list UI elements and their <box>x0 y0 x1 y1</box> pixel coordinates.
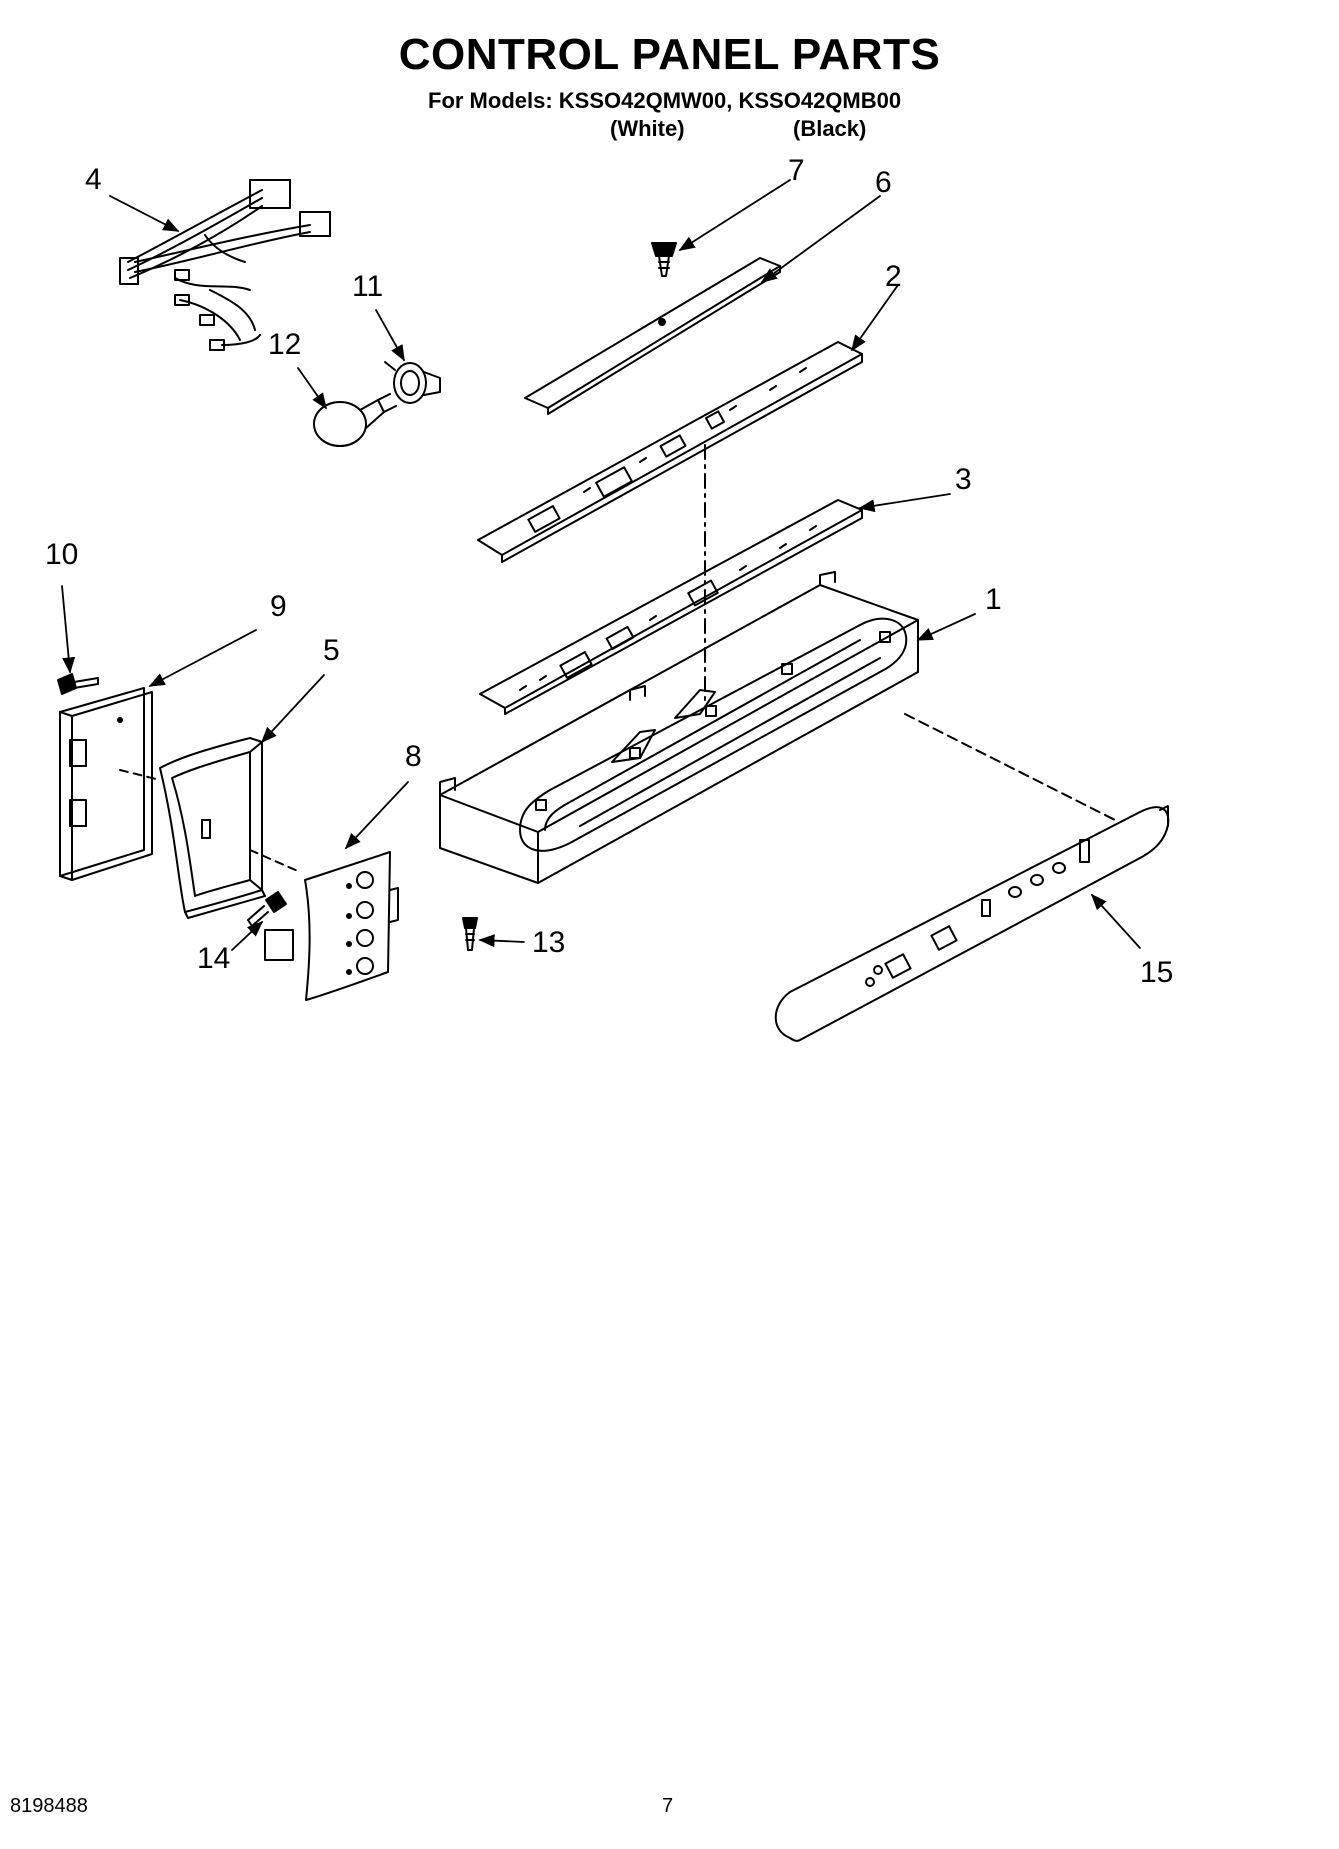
callout-1: 1 <box>985 583 1002 616</box>
circuit-board-part-3 <box>479 499 863 715</box>
screw-part-13 <box>462 917 478 951</box>
control-housing-part-1 <box>439 571 919 884</box>
document-number: 8198488 <box>10 1795 88 1817</box>
page-title: CONTROL PANEL PARTS <box>398 30 941 79</box>
front-panel-part-15 <box>774 805 1170 1042</box>
model-numbers: For Models: KSSO42QMW00, KSSO42QMB00 <box>428 88 902 113</box>
circuit-board-part-2 <box>477 341 863 563</box>
callout-11: 11 <box>352 270 384 303</box>
callout-15: 15 <box>1140 956 1174 989</box>
frame-part-5 <box>159 737 266 919</box>
leader-arrows <box>61 179 1141 951</box>
callout-14: 14 <box>197 942 231 975</box>
callout-4: 4 <box>85 163 102 196</box>
screw-part-14 <box>247 891 287 927</box>
keypad-overlay-part-8 <box>264 851 399 1001</box>
screw-part-7 <box>651 242 677 277</box>
screw-part-10 <box>57 673 99 695</box>
circuit-board-part-6 <box>524 257 781 415</box>
callout-9: 9 <box>270 590 287 623</box>
callout-5: 5 <box>323 634 340 667</box>
circuit-board-part-9 <box>59 687 153 881</box>
callout-2: 2 <box>885 260 902 293</box>
callout-7: 7 <box>788 154 805 187</box>
variant-white: (White) <box>610 116 685 141</box>
callout-8: 8 <box>405 740 422 773</box>
callout-10: 10 <box>45 538 79 571</box>
lamp-socket-part-11 <box>384 361 441 404</box>
page-number: 7 <box>662 1795 674 1817</box>
wire-harness-part-4 <box>119 179 331 351</box>
light-bulb-part-12 <box>313 393 397 447</box>
callout-3: 3 <box>955 463 972 496</box>
variant-black: (Black) <box>793 116 867 141</box>
callout-6: 6 <box>875 166 892 199</box>
callout-13: 13 <box>532 926 566 959</box>
callout-12: 12 <box>268 328 302 361</box>
